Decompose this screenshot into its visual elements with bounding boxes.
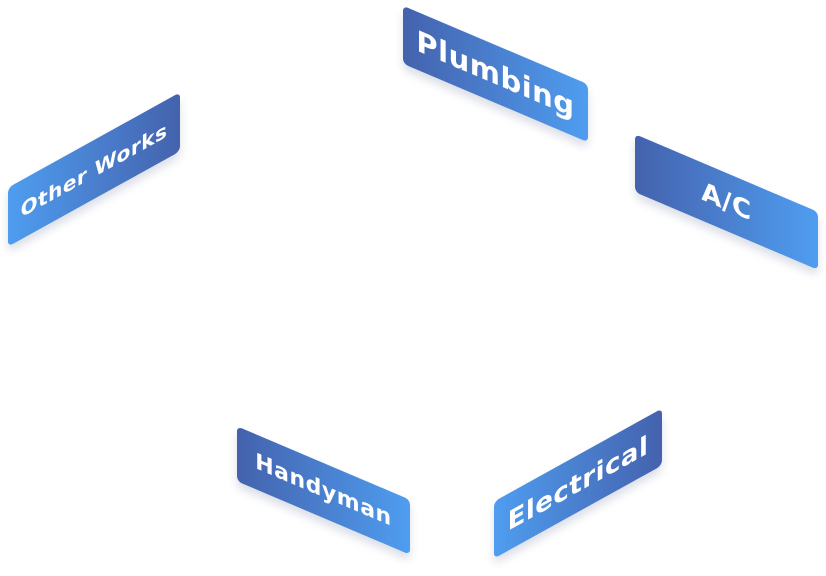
service-tag-electrical[interactable]: Electrical [494, 408, 662, 559]
service-tag-label: Electrical [507, 429, 649, 538]
service-tag-plumbing[interactable]: Plumbing [403, 5, 588, 143]
service-tag-handyman[interactable]: Handyman [237, 426, 410, 555]
service-tag-label: Plumbing [416, 23, 575, 125]
service-tag-label: Other Works [20, 116, 168, 223]
service-tag-label: A/C [701, 176, 752, 228]
service-tag-ac[interactable]: A/C [635, 134, 818, 270]
service-tag-label: Handyman [255, 449, 392, 532]
service-tag-other-works[interactable]: Other Works [8, 92, 180, 247]
